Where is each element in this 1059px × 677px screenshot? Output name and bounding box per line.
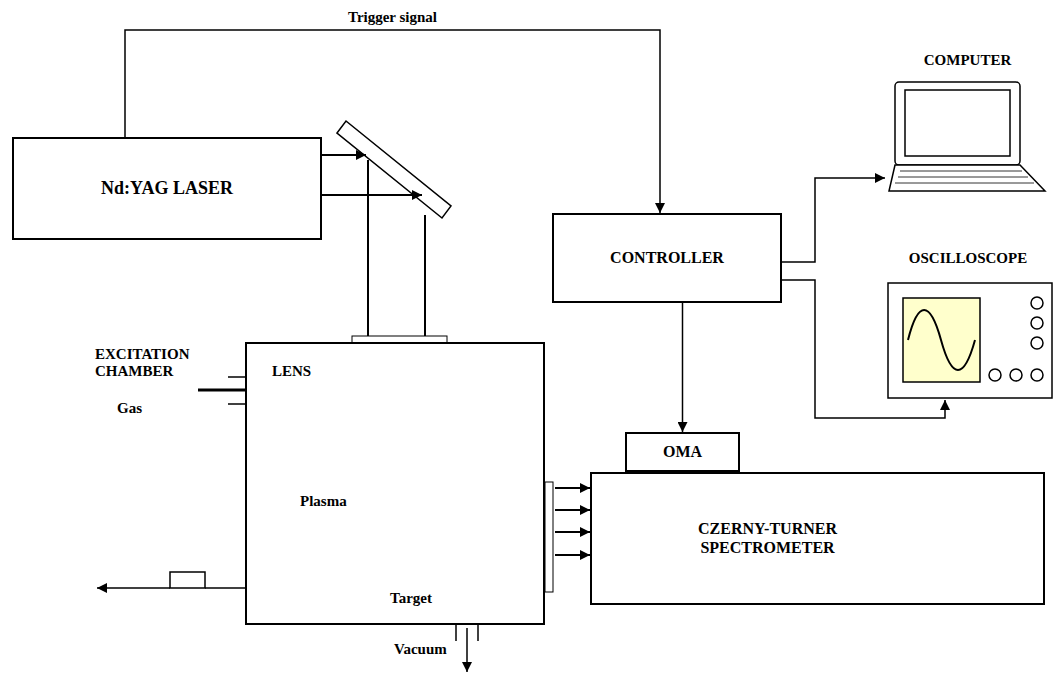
node-label: COMPUTER [924, 52, 1012, 69]
node-label: CZERNY-TURNER SPECTROMETER [673, 520, 863, 557]
controller-box: CONTROLLER [552, 213, 782, 303]
signal-connector [682, 303, 684, 432]
spectrometer-box: CZERNY-TURNER SPECTROMETER [590, 472, 1045, 605]
laser-beam [322, 155, 425, 363]
oma-box: OMA [625, 432, 740, 472]
node-label: OMA [663, 443, 702, 461]
mirror [337, 121, 451, 218]
oscilloscope-node: OSCILLOSCOPE [880, 248, 1056, 400]
chamber-box: EXCITATION CHAMBER [245, 342, 545, 625]
vacuum-label: Vacuum [392, 641, 449, 658]
signal-connector [555, 509, 590, 511]
gas-label: Gas [115, 400, 144, 417]
signal-connector [555, 487, 590, 489]
signal-connector [555, 554, 590, 556]
node-label: Nd:YAG LASER [101, 178, 233, 199]
oscilloscope-icon [888, 283, 1052, 398]
plasma-label: Plasma [298, 493, 349, 510]
node-label: CONTROLLER [610, 249, 724, 267]
signal-connector [555, 531, 590, 533]
chamber-heading: EXCITATION CHAMBER [95, 346, 237, 381]
vacuum-port [456, 625, 478, 672]
edge-label: Trigger signal [346, 9, 439, 26]
target-label: Target [388, 590, 434, 607]
node-label: OSCILLOSCOPE [909, 250, 1027, 267]
signal-connector [782, 178, 885, 262]
side-window [545, 482, 553, 592]
lens-label: LENS [270, 363, 313, 380]
laptop-icon [889, 82, 1045, 191]
laser-box: Nd:YAG LASER [12, 137, 322, 240]
signal-connector [782, 280, 945, 418]
computer-node: COMPUTER [885, 50, 1050, 198]
